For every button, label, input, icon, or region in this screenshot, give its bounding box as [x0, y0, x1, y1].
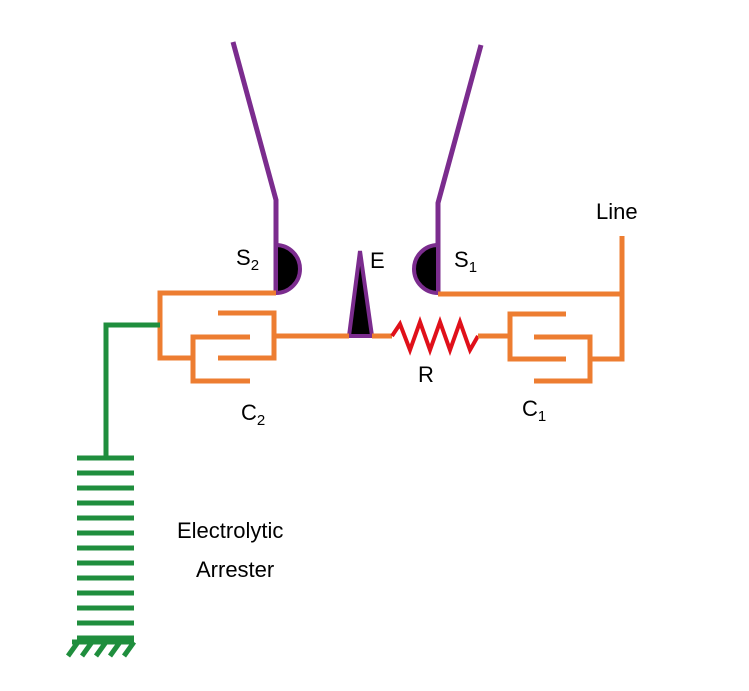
label-s1-main: S — [454, 247, 469, 272]
label-s1: S1 — [454, 247, 477, 276]
label-c2-sub: 2 — [256, 412, 266, 429]
contact-s2 — [274, 242, 302, 296]
label-s2-main: S — [236, 245, 251, 270]
label-c1-main: C — [522, 396, 538, 421]
capacitor-c1 — [438, 236, 625, 384]
label-c1: C1 — [522, 396, 546, 425]
label-s2: S2 — [236, 245, 259, 274]
label-arrester-line1: Electrolytic — [177, 518, 284, 543]
label-s1-sub: 1 — [468, 259, 478, 276]
resistor-r — [390, 316, 480, 356]
label-c1-sub: 1 — [537, 408, 547, 425]
label-c2: C2 — [241, 400, 265, 429]
label-e: E — [370, 248, 385, 273]
contact-s1 — [412, 242, 440, 296]
label-arrester-line2: Arrester — [196, 557, 275, 582]
electrode-e — [346, 250, 375, 338]
label-line: Line — [596, 199, 638, 224]
capacitor-c2 — [157, 290, 349, 384]
label-r: R — [418, 362, 434, 387]
label-s2-sub: 2 — [250, 257, 260, 274]
label-c2-main: C — [241, 400, 257, 425]
electrolytic-arrester — [65, 322, 160, 658]
